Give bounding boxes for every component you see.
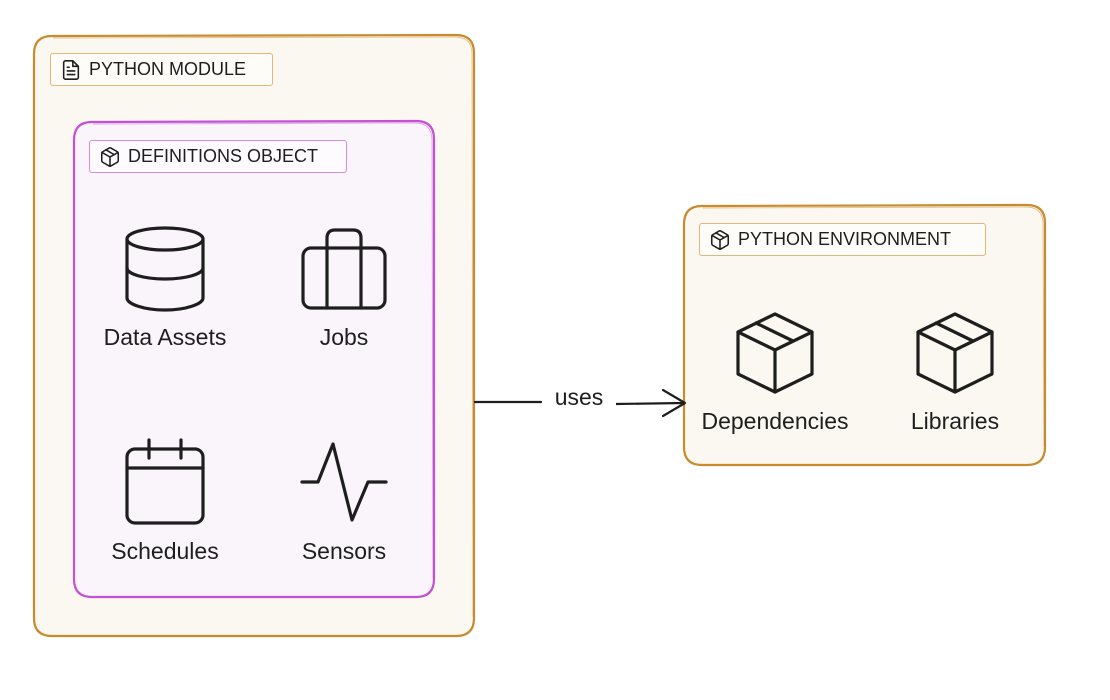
schedules-item: Schedules [90,438,240,565]
jobs-label: Jobs [319,324,369,350]
calendar-icon [125,438,205,525]
libraries-item: Libraries [881,310,1029,435]
schedules-label: Schedules [111,538,219,564]
definitions-object-container [72,119,436,599]
package-icon [710,229,730,250]
jobs-item: Jobs [269,226,419,351]
definitions-object-label: DEFINITIONS OBJECT [128,146,319,166]
data-assets-label: Data Assets [103,324,227,350]
python-module-tag: PYTHON MODULE [50,53,273,86]
dependencies-label: Dependencies [701,408,849,434]
python-module-label: PYTHON MODULE [89,59,247,79]
uses-label: uses [542,384,616,411]
activity-icon [300,442,388,522]
dependencies-item: Dependencies [691,310,859,435]
data-assets-item: Data Assets [90,226,240,351]
database-icon [125,226,205,312]
box-icon [736,312,814,394]
briefcase-icon [301,228,387,310]
python-environment-label: PYTHON ENVIRONMENT [738,229,952,249]
sensors-label: Sensors [301,538,387,564]
uses-arrow [473,388,687,418]
python-environment-container [682,203,1047,467]
python-environment-tag: PYTHON ENVIRONMENT [699,223,986,256]
file-icon [62,59,80,80]
box-icon [916,312,994,394]
libraries-label: Libraries [910,408,1000,434]
definitions-object-tag: DEFINITIONS OBJECT [89,140,347,173]
sensors-item: Sensors [269,438,419,565]
package-icon [100,146,120,167]
